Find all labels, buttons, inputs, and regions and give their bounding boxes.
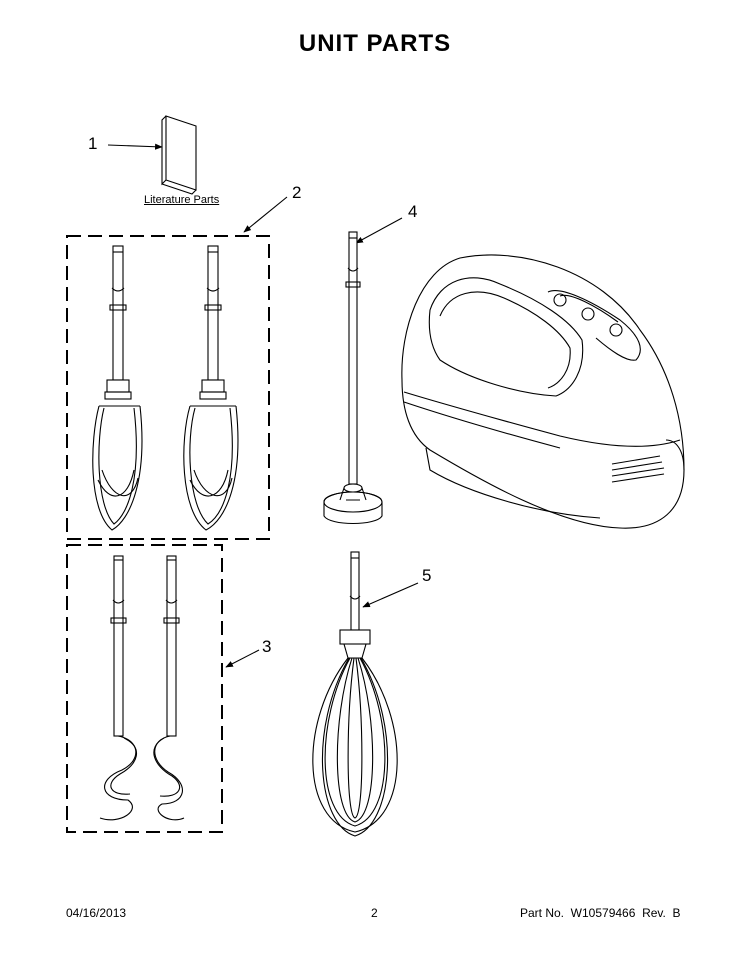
callout-4: 4 [408,202,418,221]
leader-3 [225,649,260,668]
callout-1: 1 [88,134,98,153]
dough-hook-left [99,555,137,821]
callout-5: 5 [422,566,432,585]
flat-beater-left [92,245,143,531]
callout-3: 3 [262,637,272,656]
leader-2 [243,196,288,233]
footer-date: 04/16/2013 [66,906,127,920]
hand-mixer [401,254,685,529]
leader-4 [355,217,403,244]
blender-rod [323,231,383,524]
literature-parts-label: Literature Parts [144,194,220,206]
leader-5 [362,582,419,608]
dough-hook-right [153,555,185,821]
page-title: UNIT PARTS [298,30,452,57]
footer-page-number: 2 [371,906,378,920]
footer-part-number: Part No. W10579466 Rev. B [520,906,681,920]
group-box-2 [66,235,270,540]
literature-booklet [161,115,197,195]
flat-beater-right [183,245,239,531]
leader-1 [107,143,163,150]
callout-2: 2 [292,183,302,202]
group-box-3 [66,544,223,833]
whisk [312,551,398,837]
